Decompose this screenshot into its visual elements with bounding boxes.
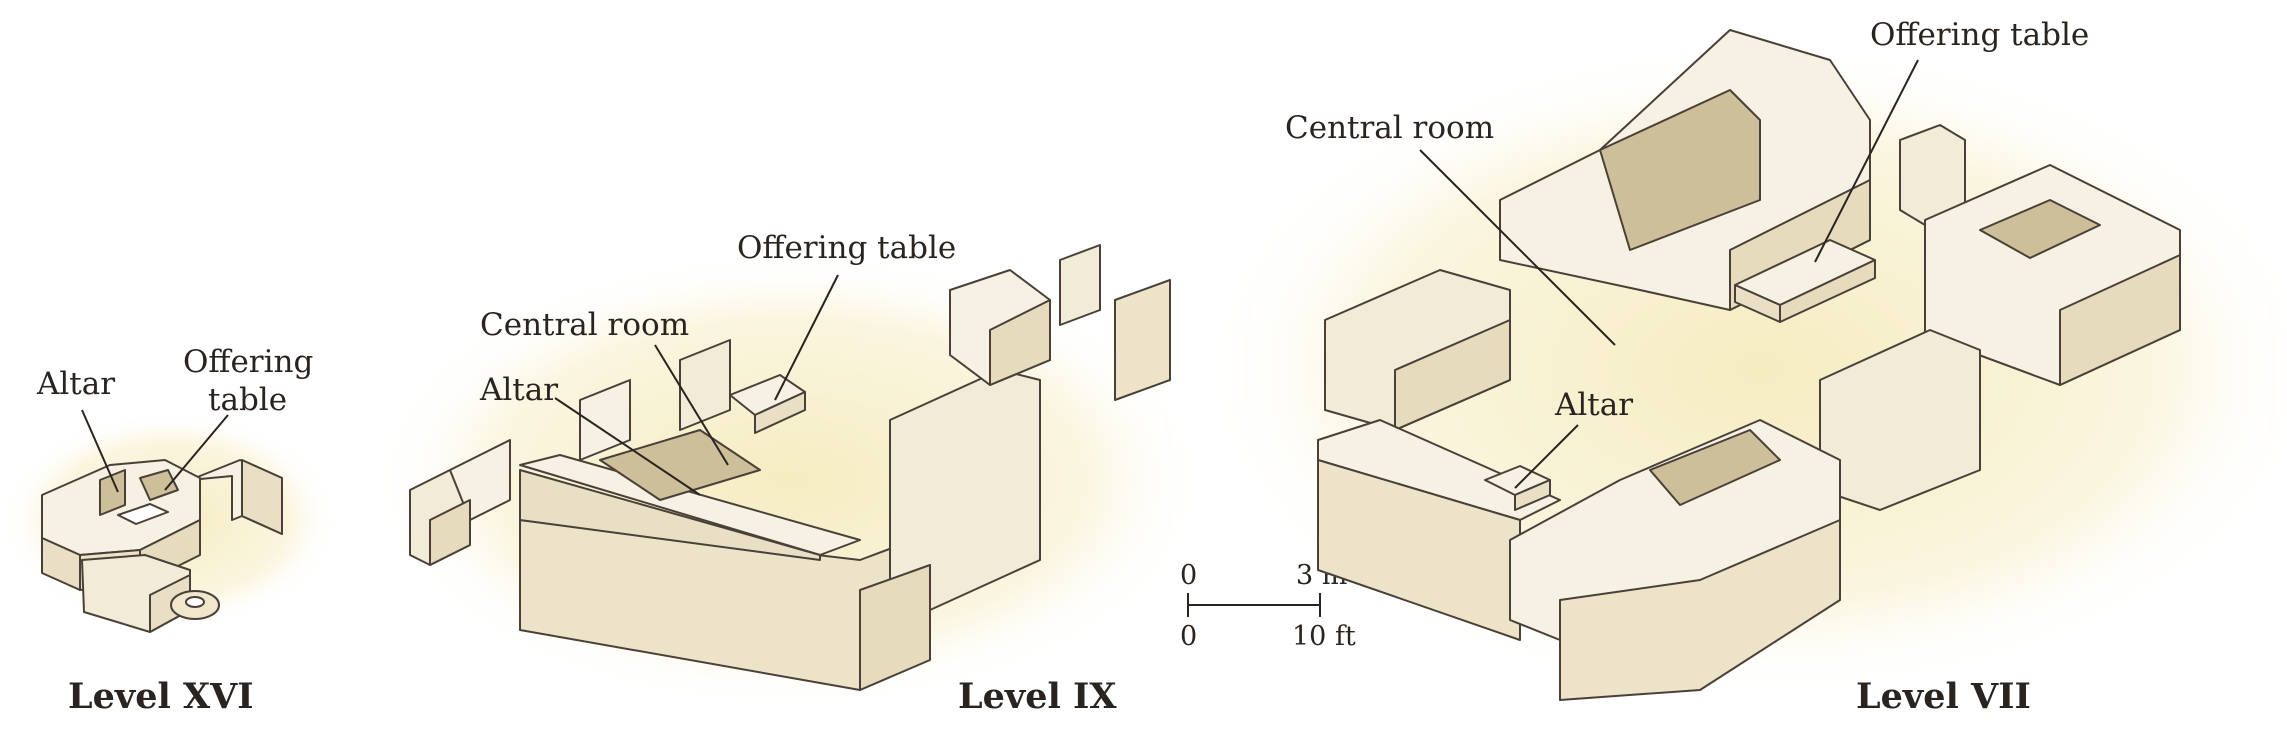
level-vii-offering-label: Offering table: [1870, 17, 2089, 53]
level-xvi-offering-label: Offering: [183, 344, 313, 380]
level-xvi-altar-label: Altar: [36, 366, 115, 402]
level-ix-altar-leader: [554, 397, 701, 496]
level-ix-walls: [409, 244, 1171, 691]
level-ix-offering-leader: [774, 274, 839, 401]
level-vii-title: Level VII: [1856, 676, 2031, 717]
level-ix-central-leader: [654, 344, 729, 466]
level-ix-altar-label: Altar: [479, 372, 558, 408]
level-vii-offering-leader: [1814, 59, 1919, 263]
level-xvi-table-label: table: [208, 382, 287, 418]
scale-imperial-end: 10 ft: [1292, 621, 1356, 652]
level-xvi-altar-leader: [81, 409, 119, 493]
level-xvi-walls: [41, 459, 283, 633]
level-xvi-title: Level XVI: [68, 676, 254, 717]
level-ix-central-label: Central room: [480, 307, 689, 343]
level-ix-title: Level IX: [958, 676, 1117, 717]
scale-metric-zero: 0: [1180, 560, 1197, 591]
level-vii-drawing: [1200, 29, 2287, 701]
level-vii-central-leader: [1419, 149, 1616, 346]
level-ix-drawing: [370, 244, 1210, 710]
level-vii-walls: [1317, 29, 2181, 701]
level-xvi-offering-leader: [164, 414, 229, 491]
scale-imperial-zero: 0: [1180, 621, 1197, 652]
level-xvi-drawing: [0, 410, 340, 633]
level-ix-offering-label: Offering table: [737, 230, 956, 266]
level-vii-altar-leader: [1514, 424, 1579, 489]
level-vii-central-label: Central room: [1285, 110, 1494, 146]
level-vii-altar-label: Altar: [1554, 387, 1633, 423]
